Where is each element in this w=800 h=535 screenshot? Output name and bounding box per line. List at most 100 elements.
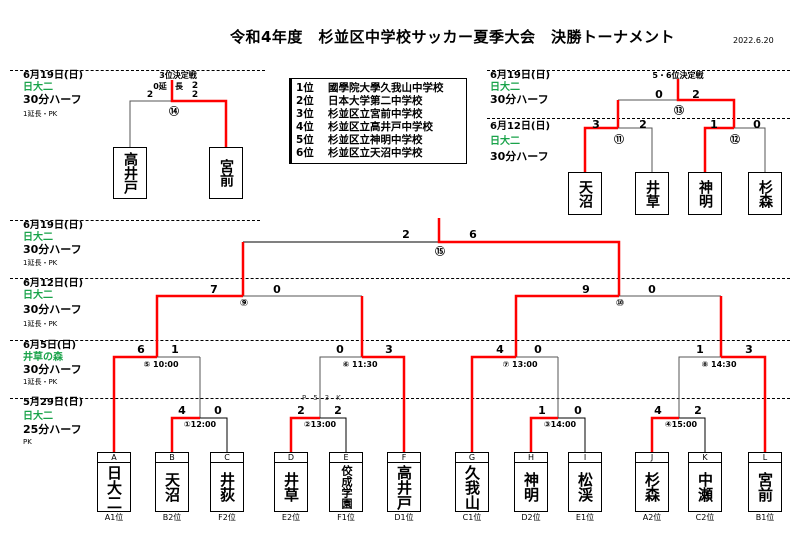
score-right: 0 xyxy=(534,343,542,356)
match-time: 12:00 xyxy=(190,420,217,429)
venue: 井草の森 xyxy=(23,352,63,363)
bracket-line-winner xyxy=(289,416,320,453)
match-no: ⑥ xyxy=(342,360,350,369)
team-name: 高井戸 xyxy=(395,464,413,510)
match-duration: 30分ハーフ xyxy=(23,243,82,256)
score-left: 9 xyxy=(582,283,590,296)
score-right: 6 xyxy=(469,228,477,241)
bracket-line-winner xyxy=(170,80,228,148)
standing-school: 日本大学第二中学校 xyxy=(328,95,423,107)
team-name: 井草 xyxy=(282,472,300,502)
team-name: 神明 xyxy=(522,472,540,502)
match-duration: 30分ハーフ xyxy=(490,150,549,163)
score-left: 0 xyxy=(655,88,663,101)
team-slot-e: E 佼成学園 xyxy=(329,452,363,512)
team-name: 井荻 xyxy=(218,472,236,502)
group-seed: E1位 xyxy=(575,513,595,522)
bracket-line xyxy=(558,417,586,453)
match-time: 10:00 xyxy=(153,360,179,369)
match-date: 5月29日(日) xyxy=(23,397,84,408)
standing-row: 2位日本大学第二中学校 xyxy=(296,95,462,108)
venue: 日大二 xyxy=(490,82,520,93)
slot-label: H xyxy=(515,453,547,463)
match-number: ①12:00 xyxy=(184,420,216,429)
standing-school: 杉並区立宮前中学校 xyxy=(328,108,423,120)
bracket-line-winner xyxy=(676,79,736,128)
score-left: 2 xyxy=(402,228,410,241)
bracket-line-winner xyxy=(514,294,619,357)
match-number: ⑧ 14:30 xyxy=(701,360,736,369)
match-date: 6月19日(日) xyxy=(23,70,84,81)
match-time: 14:30 xyxy=(711,360,737,369)
standing-row: 6位杉並区立天沼中学校 xyxy=(296,147,462,160)
team-box-sugimori: 杉森 xyxy=(748,172,782,215)
standing-row: 3位杉並区立宮前中学校 xyxy=(296,108,462,121)
match-number: ④15:00 xyxy=(665,420,697,429)
team-name: 久我山 xyxy=(463,464,481,510)
match-number: ⑦ 13:00 xyxy=(502,360,537,369)
slot-label: I xyxy=(569,453,601,463)
match-time: 15:00 xyxy=(671,420,698,429)
team-box-shinmei: 神明 xyxy=(688,172,722,215)
bracket-line-winner xyxy=(362,355,406,453)
venue: 日大二 xyxy=(490,136,520,147)
match-date: 6月19日(日) xyxy=(490,70,551,81)
score-right: 1 xyxy=(171,343,179,356)
standing-school: 國學院大學久我山中学校 xyxy=(328,82,444,94)
group-seed: A2位 xyxy=(642,513,662,522)
divider xyxy=(10,70,265,71)
score-left: 1 xyxy=(710,118,718,131)
standing-school: 杉並区立神明中学校 xyxy=(328,134,423,146)
score-left: 6 xyxy=(137,343,145,356)
match-duration: 30分ハーフ xyxy=(23,303,82,316)
team-box-miyamae: 宮前 xyxy=(209,147,243,199)
bracket-line xyxy=(319,356,362,418)
score-left: 1 xyxy=(538,404,546,417)
extra-time-score: 2 xyxy=(191,81,199,91)
match-title: 5・6位決定戦 xyxy=(652,71,704,80)
match-number: ⑩ xyxy=(615,298,625,309)
bracket-line-winner xyxy=(721,355,767,453)
round-info-first-round: 5月29日(日) 日大二 25分ハーフ PK xyxy=(23,397,83,448)
score-right: 0 xyxy=(273,283,281,296)
group-seed: B1位 xyxy=(755,513,775,522)
slot-label: A xyxy=(98,453,130,463)
bracket-line-winner xyxy=(155,294,243,357)
match-no: ③ xyxy=(543,420,551,429)
group-seed: C1位 xyxy=(462,513,482,522)
score-left: 7 xyxy=(210,283,218,296)
slot-label: E xyxy=(330,453,362,463)
score-right: 0 xyxy=(574,404,582,417)
divider xyxy=(487,70,790,71)
score-right: 2 xyxy=(694,404,702,417)
bracket-line-winner xyxy=(703,126,734,175)
match-date: 6月5日(日) xyxy=(23,340,77,351)
score-left: 4 xyxy=(178,404,186,417)
score-left: 2 xyxy=(297,404,305,417)
match-number: ②13:00 xyxy=(304,420,336,429)
team-name: 杉森 xyxy=(643,472,661,502)
divider xyxy=(10,220,260,221)
match-title: 3位決定戦 xyxy=(159,71,197,80)
team-name: 佼成学園 xyxy=(340,465,353,509)
match-date: 6月19日(日) xyxy=(23,220,84,231)
match-date: 6月12日(日) xyxy=(23,278,84,289)
venue: 日大二 xyxy=(23,290,53,301)
match-no: ⑤ xyxy=(143,360,151,369)
standing-position: 5位 xyxy=(296,134,314,146)
bracket-line-winner xyxy=(437,218,621,296)
round-info-consolation: 6月12日(日) 日大二 30分ハーフ xyxy=(490,119,550,164)
group-seed: F1位 xyxy=(337,513,355,522)
score-left: 2 xyxy=(146,90,154,100)
group-seed: E2位 xyxy=(281,513,301,522)
bracket-line-winner xyxy=(529,416,558,453)
team-name: 高井戸 xyxy=(122,152,138,194)
group-seed: B2位 xyxy=(162,513,182,522)
bracket-line xyxy=(618,127,653,175)
